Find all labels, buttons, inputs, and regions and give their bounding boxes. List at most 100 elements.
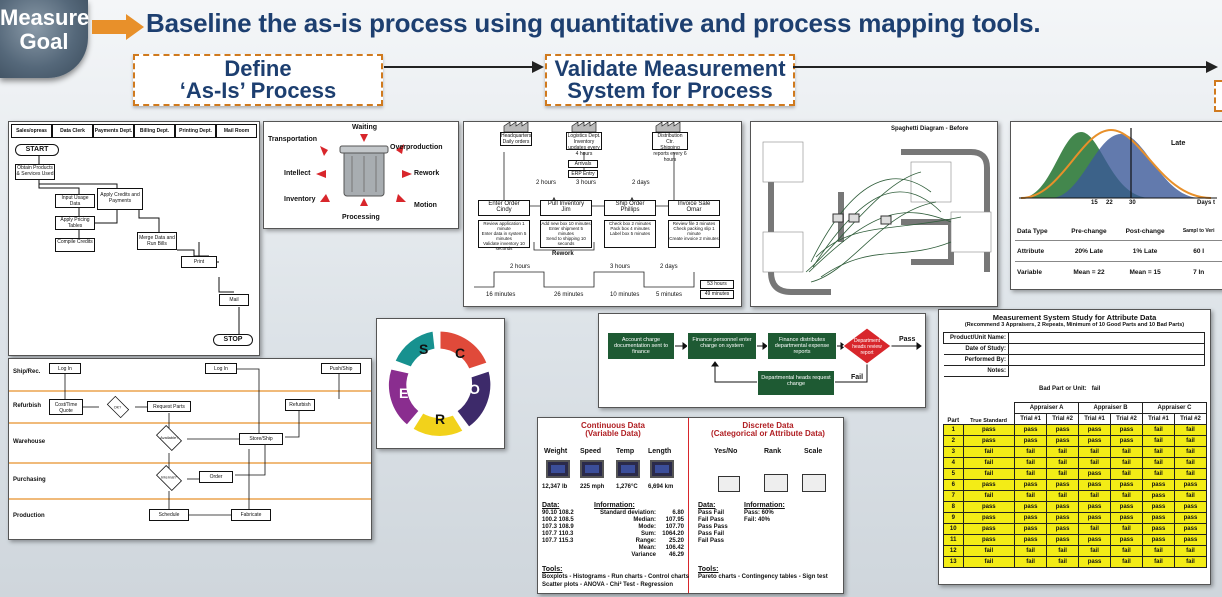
spaghetti-diagram-panel: Spaghetti Diagram - Before (750, 121, 998, 307)
trial-cell: fail (1110, 468, 1143, 480)
start-node: START (15, 144, 59, 156)
discrete-col: Rank (764, 448, 782, 455)
trial-cell: pass (1110, 534, 1143, 546)
waste-label: Intellect (284, 170, 311, 177)
score-letter: R (435, 411, 446, 427)
trial-cell: fail (1173, 545, 1208, 557)
total-lead: 53 hours (700, 280, 734, 289)
trial-cell: pass (1142, 534, 1175, 546)
waste-label: Processing (342, 214, 380, 221)
waste-label: Motion (414, 202, 437, 209)
trial-cell: pass (1173, 534, 1208, 546)
workstation-icon (832, 213, 892, 225)
lane-box: Refurbish (285, 399, 315, 411)
lane-label: Ship/Rec. (13, 369, 41, 375)
erp-label: ERP Entry (568, 170, 598, 178)
trial-cell: pass (1078, 534, 1112, 546)
part-cell: 7 (943, 490, 964, 502)
score-cycle-panel: S C O R E (376, 318, 505, 449)
measure-label: Temp (616, 448, 635, 455)
trash-can-icon (339, 145, 389, 197)
waste-label: Overproduction (390, 144, 443, 151)
true-standard-cell: pass (962, 501, 1016, 513)
stop-node: STOP (213, 334, 253, 346)
lane-box: Order (199, 471, 233, 483)
lane-box: Cost/Time Quote (49, 399, 83, 415)
badge-line2: Goal (19, 29, 69, 54)
lane-label: Warehouse (13, 439, 46, 445)
gauge-icon (616, 460, 640, 478)
waste-label: Inventory (284, 196, 316, 203)
true-standard-cell: fail (962, 490, 1016, 502)
timeline-wait: 2 days (660, 264, 678, 270)
timeline-cycle: 5 minutes (656, 292, 683, 298)
trial-cell: pass (1046, 512, 1080, 524)
trial-cell: fail (1078, 545, 1112, 557)
trial-cell: pass (1142, 490, 1175, 502)
discrete-col: Scale (804, 448, 823, 455)
true-standard-cell: pass (962, 479, 1016, 491)
trial-cell: fail (1046, 457, 1080, 469)
continuous-column (538, 418, 689, 593)
trial-cell: fail (1173, 468, 1208, 480)
swimlane-col: Payments Dept. (93, 124, 134, 138)
part-cell: 5 (943, 468, 964, 480)
tick: 15 (1091, 200, 1098, 206)
part-cell: 6 (943, 479, 964, 491)
continuous-tools: Boxplots - Histograms - Run charts - Con… (542, 574, 690, 580)
step-validate-line2: System for Process (567, 78, 773, 103)
trial-cell: fail (1173, 446, 1208, 458)
trial-cell: pass (1078, 468, 1112, 480)
trial-cell: pass (1110, 424, 1143, 436)
supplier-box: Logistics Dept.Inventory updates every 4… (566, 132, 602, 157)
waste-label: Waiting (352, 124, 378, 131)
reading: 6,694 km (648, 484, 674, 490)
lane-box: Store/Ship (239, 433, 283, 445)
measure-goal-badge: Measure Goal (0, 0, 89, 78)
trial-cell: pass (1014, 523, 1048, 535)
rank-icon (764, 474, 788, 492)
eight-wastes-panel: Waiting Overproduction Rework Motion Pro… (263, 121, 459, 229)
part-cell: 8 (943, 501, 964, 513)
part-cell: 2 (943, 435, 964, 447)
timeline-wait: 2 hours (510, 264, 531, 270)
flow-arrows (384, 61, 1218, 73)
data-label: Data: (542, 502, 560, 509)
distribution-curves (1019, 128, 1217, 199)
true-standard-cell: pass (962, 512, 1016, 524)
waste-label: Transportation (268, 136, 318, 143)
true-standard-cell: fail (962, 457, 1016, 469)
score-letter: O (469, 381, 480, 397)
trial-cell: pass (1014, 512, 1048, 524)
msa-panel: Measurement System Study for Attribute D… (938, 309, 1211, 585)
trial-cell: fail (1110, 556, 1143, 568)
reading: 225 mph (580, 484, 605, 490)
trial-cell: fail (1110, 523, 1143, 535)
finance-step: Finance distributes departmental expense… (767, 332, 837, 360)
trial-cell: pass (1046, 534, 1080, 546)
swimlane-flowchart-panel: Sales/opreas Data Clerk Payments Dept. B… (8, 121, 260, 356)
trial-cell: fail (1173, 457, 1208, 469)
bad-part-label: Bad Part or Unit: fail (1039, 386, 1101, 392)
trial-cell: fail (1046, 545, 1080, 557)
trial-cell: fail (1110, 490, 1143, 502)
continuous-tools: Scatter plots - ANOVA - Chi² Test - Regr… (542, 582, 674, 588)
trial-cell: fail (1046, 556, 1080, 568)
trial-cell: fail (1014, 457, 1048, 469)
trial-cell: fail (1078, 490, 1112, 502)
trial-cell: pass (1078, 512, 1112, 524)
measure-label: Speed (580, 448, 602, 455)
timeline-wait: 3 hours (610, 264, 631, 270)
